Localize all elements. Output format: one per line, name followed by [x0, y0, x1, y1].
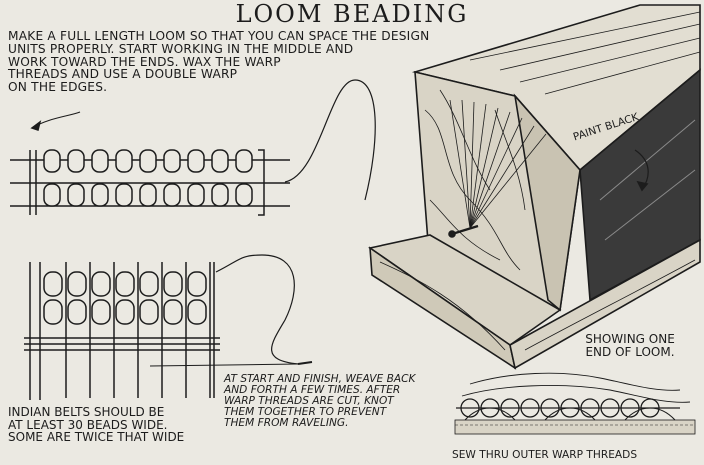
page-title: LOOM BEADING	[235, 0, 469, 28]
caption-line: WARP THREADS ARE CUT, KNOT	[224, 395, 394, 408]
caption-line: AT LEAST 30 BEADS WIDE.	[8, 417, 168, 432]
caption-line: AT START AND FINISH, WEAVE BACK	[224, 373, 416, 385]
start-finish-caption: AT START AND FINISH, WEAVE BACK AND FORT…	[224, 373, 474, 430]
intro-line: MAKE A FULL LENGTH LOOM SO THAT YOU CAN …	[8, 29, 430, 43]
caption-line: SOME ARE TWICE THAT WIDE	[8, 430, 185, 445]
caption-line: AND FORTH A FEW TIMES. AFTER	[224, 384, 401, 397]
intro-line: THREADS AND USE A DOUBLE WARP	[8, 67, 238, 82]
intro-line: WORK TOWARD THE ENDS. WAX THE WARP	[8, 54, 281, 69]
loom-icon	[284, 4, 701, 370]
caption-line: END OF LOOM.	[585, 344, 675, 359]
bead-strip-icon	[24, 254, 299, 400]
caption-line: THEM FROM RAVELING.	[224, 417, 349, 430]
caption-line: THEM TOGETHER TO PREVENT	[224, 406, 387, 419]
intro-line: ON THE EDGES.	[8, 80, 108, 95]
intro-line: UNITS PROPERLY. START WORKING IN THE MID…	[8, 41, 354, 56]
caption-line: SHOWING ONE	[585, 332, 675, 346]
edge-stitch-icon	[454, 372, 696, 435]
sew-caption: SEW THRU OUTER WARP THREADS	[452, 449, 638, 461]
showing-end-caption: SHOWING ONE END OF LOOM.	[570, 333, 690, 358]
bead-strip-icon	[10, 111, 290, 216]
caption-line: INDIAN BELTS SHOULD BE	[8, 405, 165, 419]
indian-belts-caption: INDIAN BELTS SHOULD BE AT LEAST 30 BEADS…	[8, 406, 218, 444]
intro-text: MAKE A FULL LENGTH LOOM SO THAT YOU CAN …	[8, 30, 568, 94]
needle-icon	[149, 361, 313, 367]
